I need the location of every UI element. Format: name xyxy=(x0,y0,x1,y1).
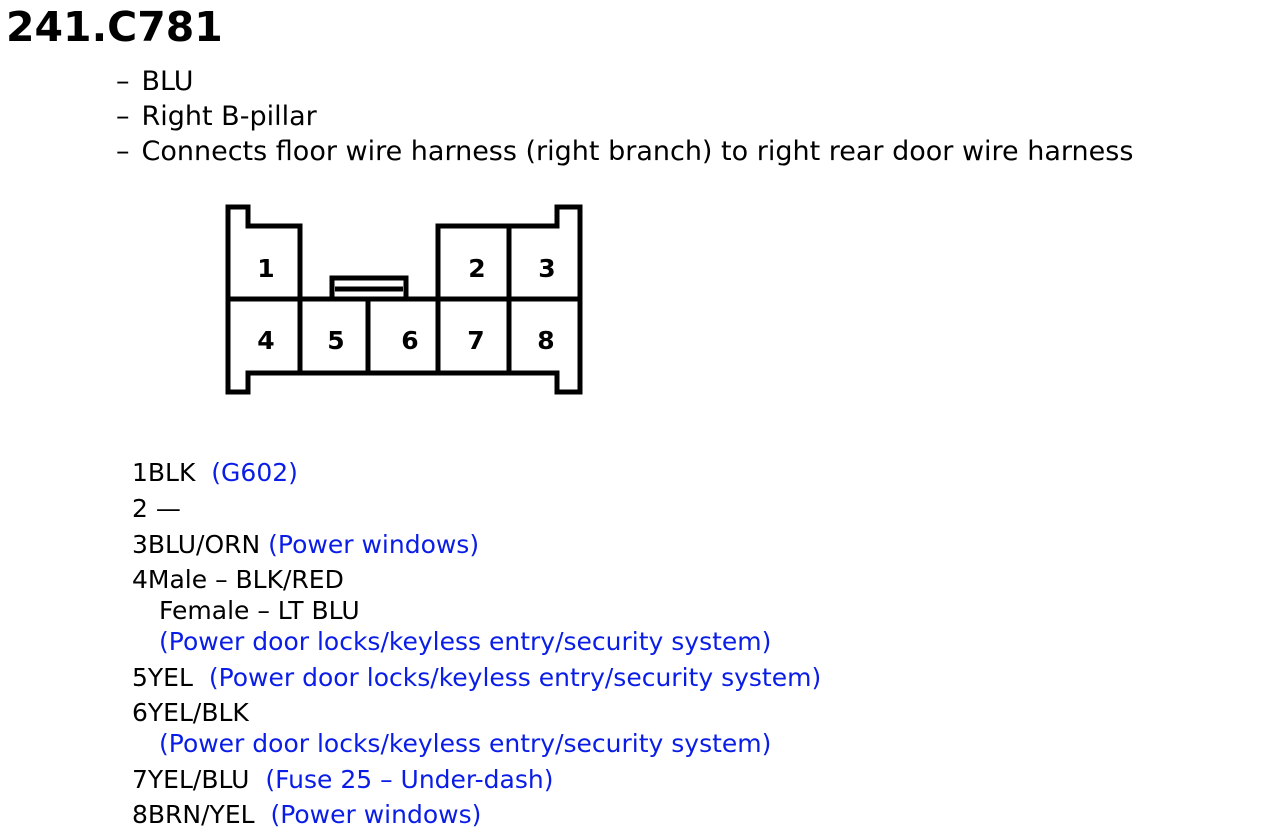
cavity-label-4: 4 xyxy=(257,326,274,355)
pin-row-6: 6YEL/BLK xyxy=(132,698,249,727)
pin-row-5: 5YEL (Power door locks/keyless entry/sec… xyxy=(132,663,822,692)
pin-row-2: 2 — xyxy=(132,494,181,523)
pin-row-4: 4Male – BLK/RED xyxy=(132,565,344,594)
pin-row-1: 1BLK (G602) xyxy=(132,458,298,487)
detail-color: –BLU xyxy=(116,66,194,97)
pin-row-6-circuit: (Power door locks/keyless entry/security… xyxy=(159,729,772,758)
pin-row-4-female: Female – LT BLU xyxy=(159,596,360,625)
connector-title: 241.C781 xyxy=(6,3,223,51)
pin-row-8: 8BRN/YEL (Power windows) xyxy=(132,800,482,829)
cavity-label-7: 7 xyxy=(467,326,484,355)
pin-row-3: 3BLU/ORN (Power windows) xyxy=(132,530,480,559)
cavity-label-8: 8 xyxy=(537,326,554,355)
cavity-label-6: 6 xyxy=(401,326,418,355)
connector-details: –BLU –Right B-pillar –Connects floor wir… xyxy=(116,64,1133,169)
connector-outline xyxy=(225,204,583,395)
cavity-label-5: 5 xyxy=(327,326,344,355)
detail-connection: –Connects floor wire harness (right bran… xyxy=(116,136,1134,167)
detail-location: –Right B-pillar xyxy=(116,101,317,132)
pin-row-4-circuit: (Power door locks/keyless entry/security… xyxy=(159,627,772,656)
cavity-label-3: 3 xyxy=(538,254,555,283)
cavity-label-1: 1 xyxy=(257,254,274,283)
pin-row-7: 7YEL/BLU (Fuse 25 – Under-dash) xyxy=(132,765,554,794)
cavity-label-2: 2 xyxy=(468,254,485,283)
connector-face-diagram: 1 2 3 4 5 6 7 8 xyxy=(225,204,583,395)
